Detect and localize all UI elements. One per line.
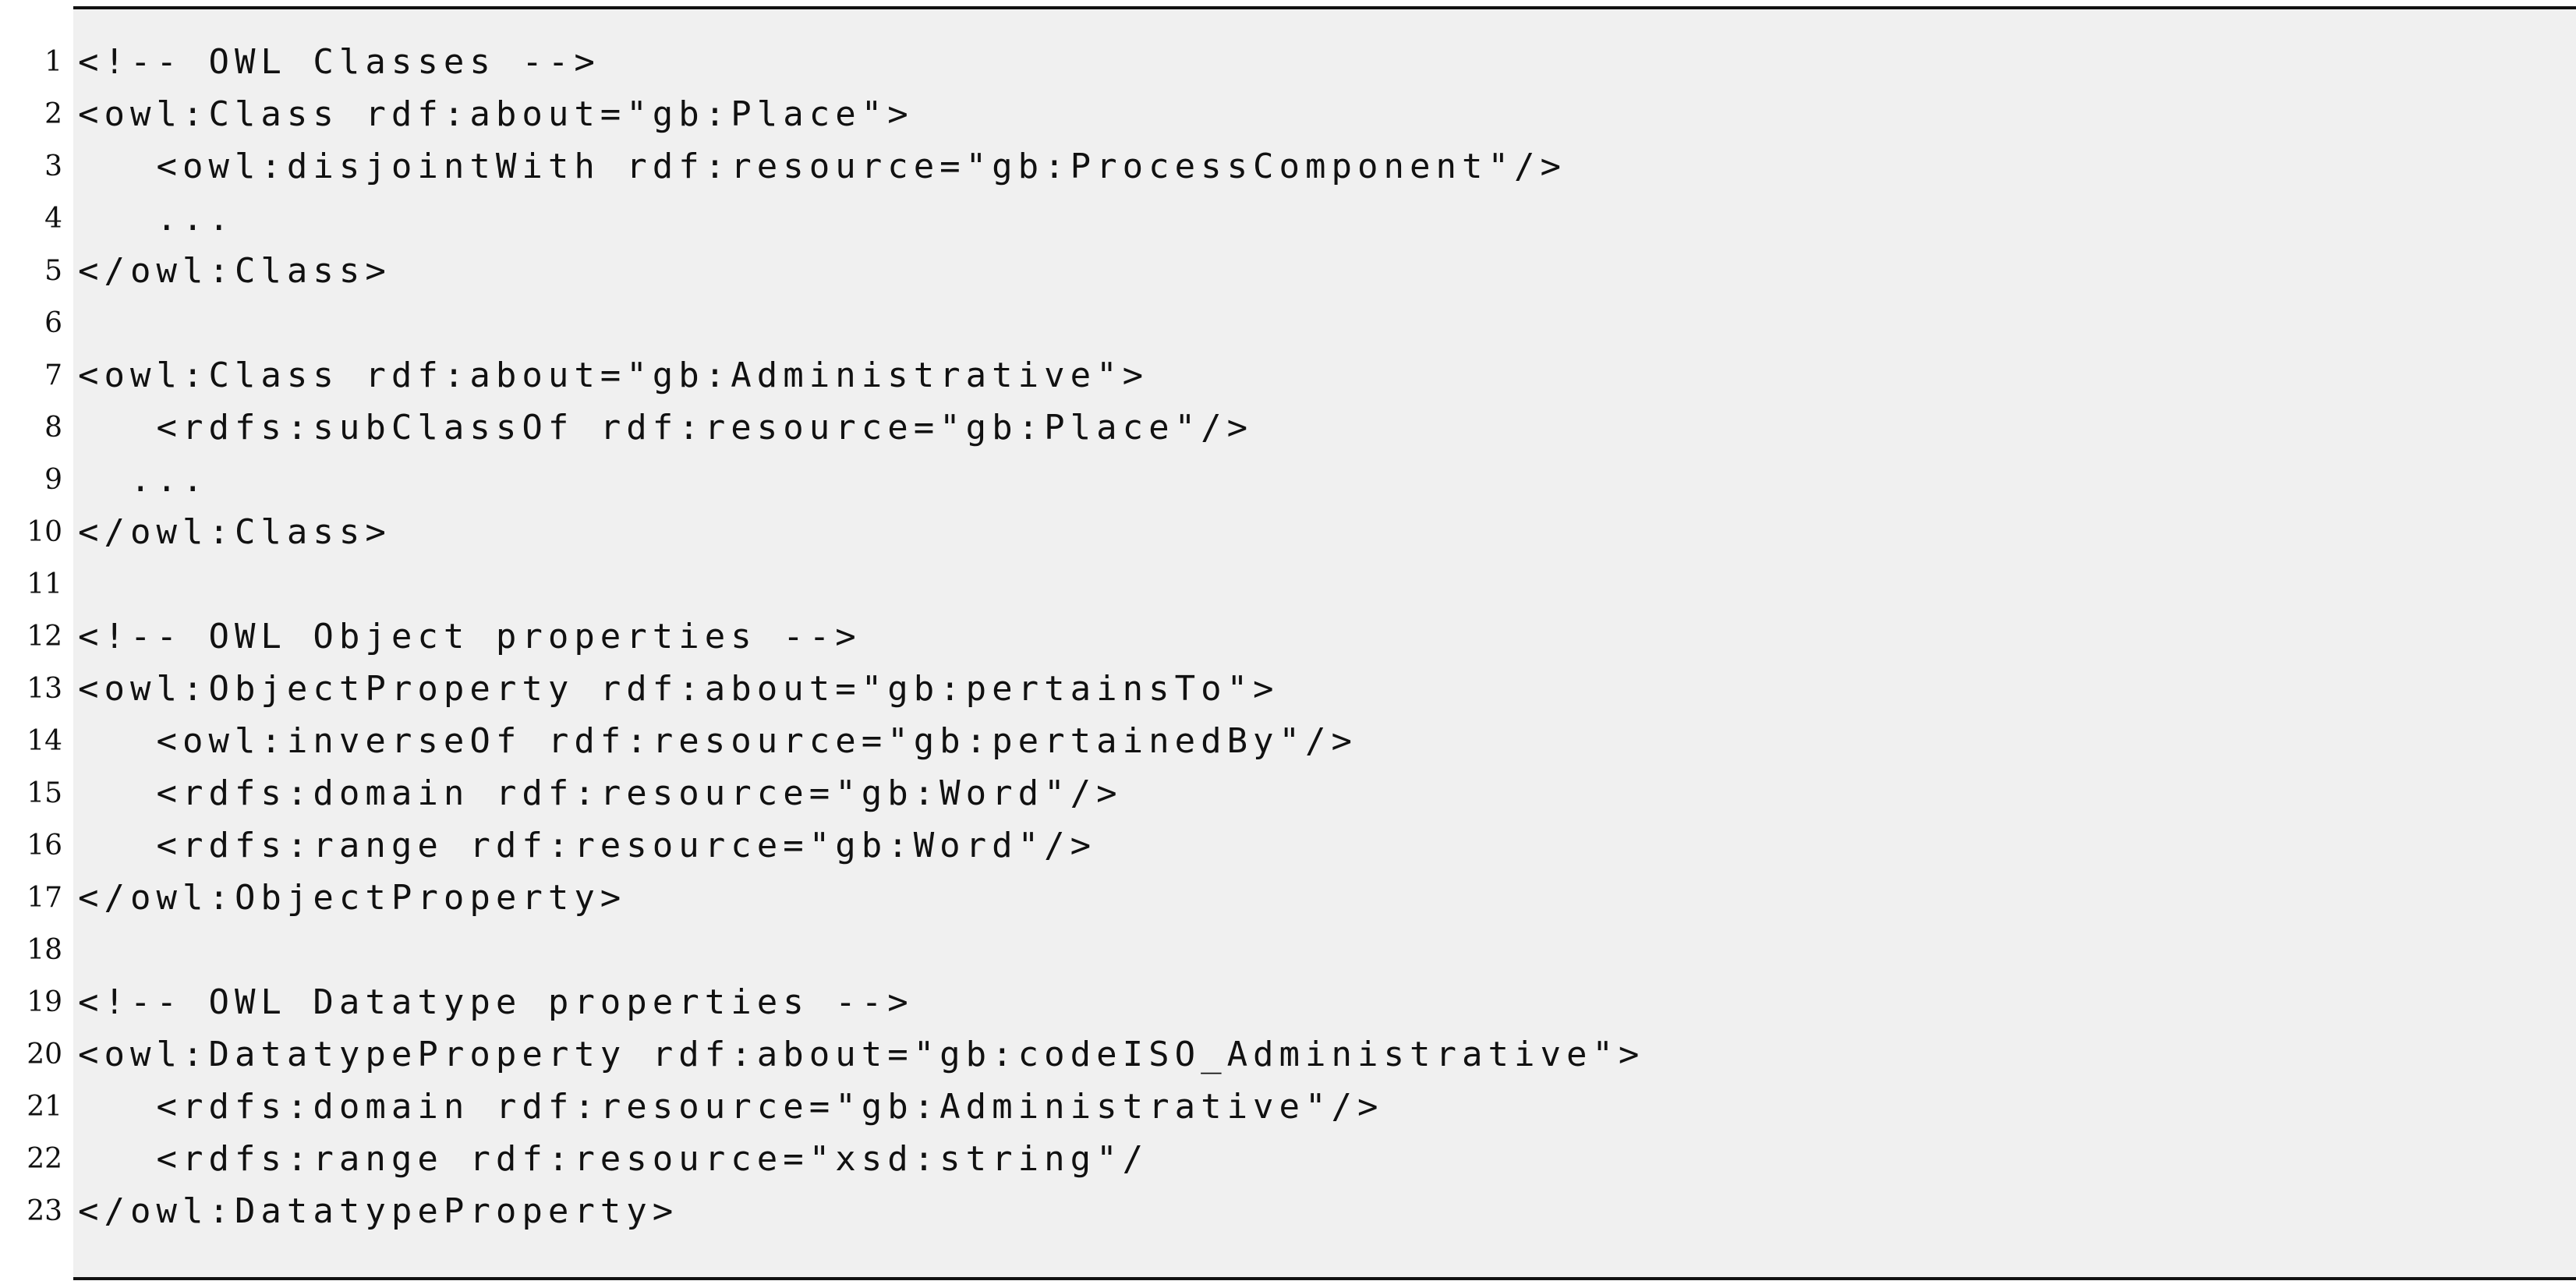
code-text: <owl:ObjectProperty rdf:about="gb:pertai… <box>78 669 1279 709</box>
code-line: 14 <owl:inverseOf rdf:resource="gb:perta… <box>27 718 2576 765</box>
code-text: </owl:DatatypeProperty> <box>78 1191 679 1231</box>
line-number: 17 <box>27 882 62 914</box>
line-number: 13 <box>27 673 62 705</box>
code-line: 16 <rdfs:range rdf:resource="gb:Word"/> <box>27 823 2576 869</box>
code-line: 1 <!-- OWL Classes --> <box>44 39 2576 86</box>
code-line: 20 <owl:DatatypeProperty rdf:about="gb:co… <box>27 1031 2576 1078</box>
line-number: 12 <box>27 621 62 653</box>
line-number: 4 <box>44 203 62 235</box>
code-line: 7 <owl:Class rdf:about="gb:Administrative… <box>44 352 2576 399</box>
code-text: </owl:ObjectProperty> <box>78 878 627 918</box>
code-text: <!-- OWL Datatype properties --> <box>78 982 914 1022</box>
line-number: 19 <box>27 986 62 1018</box>
code-text: <owl:Class rdf:about="gb:Place"> <box>78 94 914 134</box>
code-line: 6 <box>44 300 2576 347</box>
line-number: 10 <box>27 516 62 548</box>
line-number: 16 <box>27 830 62 862</box>
code-text: ... <box>78 199 235 239</box>
code-line: 12 <!-- OWL Object properties --> <box>27 614 2576 660</box>
line-number: 5 <box>44 255 62 287</box>
code-text: </owl:Class> <box>78 512 391 552</box>
code-text: <!-- OWL Classes --> <box>78 42 600 82</box>
line-number: 22 <box>27 1143 62 1175</box>
line-number: 6 <box>44 307 62 339</box>
code-line: 17 </owl:ObjectProperty> <box>27 875 2576 922</box>
code-text: <rdfs:range rdf:resource="gb:Word"/> <box>78 826 1097 865</box>
line-number: 8 <box>44 412 62 444</box>
code-text: <rdfs:domain rdf:resource="gb:Administra… <box>78 1087 1384 1127</box>
code-line: 9 ... <box>44 457 2576 504</box>
line-number: 7 <box>44 359 62 391</box>
code-text: <owl:inverseOf rdf:resource="gb:pertaine… <box>78 721 1358 761</box>
code-line: 18 <box>27 927 2576 974</box>
code-text: <rdfs:domain rdf:resource="gb:Word"/> <box>78 773 1123 813</box>
code-text: <owl:Class rdf:about="gb:Administrative"… <box>78 356 1149 395</box>
code-lines: 1 <!-- OWL Classes --> 2 <owl:Class rdf:ab… <box>27 9 2576 1277</box>
line-number: 11 <box>27 568 62 600</box>
line-number: 21 <box>27 1091 62 1123</box>
code-line: 2 <owl:Class rdf:about="gb:Place"> <box>44 91 2576 138</box>
line-number: 14 <box>27 725 62 757</box>
code-line: 13 <owl:ObjectProperty rdf:about="gb:pert… <box>27 666 2576 713</box>
code-text: <rdfs:subClassOf rdf:resource="gb:Place"… <box>78 408 1254 448</box>
code-line: 10 </owl:Class> <box>27 509 2576 556</box>
code-line: 8 <rdfs:subClassOf rdf:resource="gb:Plac… <box>44 405 2576 451</box>
line-number: 9 <box>44 464 62 496</box>
code-line: 23 </owl:DatatypeProperty> <box>27 1188 2576 1235</box>
code-text: <owl:disjointWith rdf:resource="gb:Proce… <box>78 147 1566 186</box>
code-line: 15 <rdfs:domain rdf:resource="gb:Word"/> <box>27 770 2576 817</box>
line-number: 20 <box>27 1039 62 1070</box>
code-line: 11 <box>27 561 2576 608</box>
line-number: 15 <box>27 777 62 809</box>
code-text: <owl:DatatypeProperty rdf:about="gb:code… <box>78 1035 1645 1074</box>
code-text: </owl:Class> <box>78 251 391 291</box>
line-number: 1 <box>44 46 62 78</box>
line-number: 3 <box>44 150 62 182</box>
line-number: 2 <box>44 98 62 130</box>
code-text: <!-- OWL Object properties --> <box>78 617 862 656</box>
code-line: 19 <!-- OWL Datatype properties --> <box>27 979 2576 1026</box>
line-number: 18 <box>27 934 62 966</box>
code-line: 22 <rdfs:range rdf:resource="xsd:string"… <box>27 1136 2576 1183</box>
code-line: 21 <rdfs:domain rdf:resource="gb:Adminis… <box>27 1084 2576 1131</box>
code-line: 5 </owl:Class> <box>44 248 2576 295</box>
code-line: 3 <owl:disjointWith rdf:resource="gb:Pro… <box>44 143 2576 190</box>
code-line: 4 ... <box>44 196 2576 242</box>
line-number: 23 <box>27 1195 62 1227</box>
code-text: <rdfs:range rdf:resource="xsd:string"/ <box>78 1139 1149 1179</box>
code-listing: 1 <!-- OWL Classes --> 2 <owl:Class rdf:ab… <box>27 6 2576 1280</box>
code-text: ... <box>78 460 209 500</box>
